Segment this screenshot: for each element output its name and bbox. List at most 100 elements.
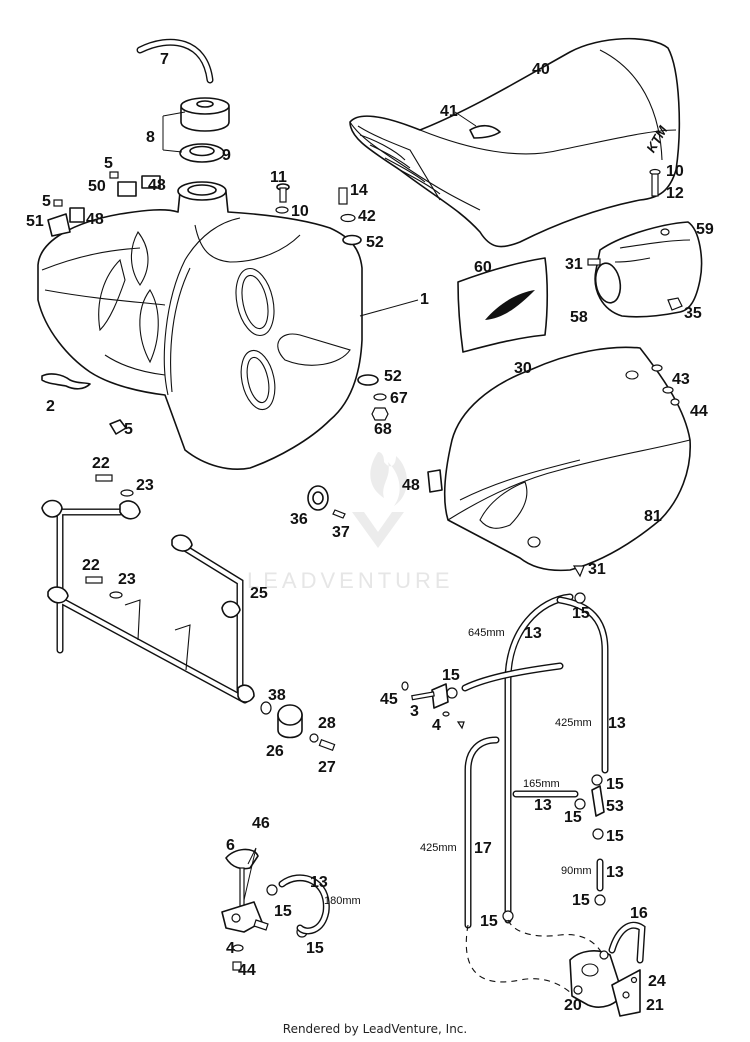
callout-13[interactable]: 13 bbox=[524, 625, 542, 642]
callout-48[interactable]: 48 bbox=[402, 477, 420, 494]
callout-41[interactable]: 41 bbox=[440, 103, 458, 120]
callout-48[interactable]: 48 bbox=[86, 211, 104, 228]
callout-17[interactable]: 17 bbox=[474, 840, 492, 857]
callout-3[interactable]: 3 bbox=[410, 703, 419, 720]
callout-4[interactable]: 4 bbox=[432, 717, 441, 734]
callout-36[interactable]: 36 bbox=[290, 511, 308, 528]
callout-15[interactable]: 15 bbox=[306, 940, 324, 957]
callout-60[interactable]: 60 bbox=[474, 259, 492, 276]
callout-22[interactable]: 22 bbox=[92, 455, 110, 472]
callout-45[interactable]: 45 bbox=[380, 691, 398, 708]
seat-40[interactable]: KTM bbox=[349, 37, 681, 248]
callout-24[interactable]: 24 bbox=[648, 973, 666, 990]
callout-15[interactable]: 15 bbox=[274, 903, 292, 920]
callout-8[interactable]: 8 bbox=[146, 129, 155, 146]
callout-15[interactable]: 15 bbox=[572, 605, 590, 622]
fuel-tank-1[interactable] bbox=[37, 181, 363, 470]
callout-13[interactable]: 13 bbox=[606, 864, 624, 881]
callout-5[interactable]: 5 bbox=[104, 155, 113, 172]
callout-50[interactable]: 50 bbox=[88, 178, 106, 195]
tank-hardware-center[interactable] bbox=[275, 183, 389, 421]
side-panel-30[interactable] bbox=[427, 346, 691, 578]
callout-7[interactable]: 7 bbox=[160, 51, 169, 68]
callout-22[interactable]: 22 bbox=[82, 557, 100, 574]
callout-51[interactable]: 51 bbox=[26, 213, 44, 230]
callout-2[interactable]: 2 bbox=[46, 398, 55, 415]
callout-13[interactable]: 13 bbox=[608, 715, 626, 732]
callout-28[interactable]: 28 bbox=[318, 715, 336, 732]
callout-15[interactable]: 15 bbox=[442, 667, 460, 684]
callout-43[interactable]: 43 bbox=[672, 371, 690, 388]
callout-21[interactable]: 21 bbox=[646, 997, 664, 1014]
callout-42[interactable]: 42 bbox=[358, 208, 376, 225]
callout-26[interactable]: 26 bbox=[266, 743, 284, 760]
callout-52[interactable]: 52 bbox=[366, 234, 384, 251]
callout-23[interactable]: 23 bbox=[136, 477, 154, 494]
callout-15[interactable]: 15 bbox=[606, 828, 624, 845]
callout-44[interactable]: 44 bbox=[238, 962, 256, 979]
filter-cover-58[interactable] bbox=[587, 221, 703, 318]
callout-16[interactable]: 16 bbox=[630, 905, 648, 922]
cap-seal-9[interactable] bbox=[179, 143, 225, 163]
fuel-fitting-3[interactable] bbox=[401, 681, 465, 730]
callout-68[interactable]: 68 bbox=[374, 421, 392, 438]
seat-bolt-10-12[interactable] bbox=[649, 168, 661, 197]
callout-59[interactable]: 59 bbox=[696, 221, 714, 238]
callout-15[interactable]: 15 bbox=[480, 913, 498, 930]
callout-35[interactable]: 35 bbox=[684, 305, 702, 322]
dimension-180mm: 180mm bbox=[324, 895, 361, 907]
tank-frame-25[interactable] bbox=[41, 499, 255, 704]
callout-37[interactable]: 37 bbox=[332, 524, 350, 541]
grommet-36-37[interactable] bbox=[307, 485, 346, 519]
dimension-425mm: 425mm bbox=[420, 842, 457, 854]
callout-46[interactable]: 46 bbox=[252, 815, 270, 832]
fuel-tap-46[interactable] bbox=[221, 848, 330, 971]
fuel-hose-645mm[interactable] bbox=[461, 593, 646, 964]
callout-15[interactable]: 15 bbox=[606, 776, 624, 793]
callout-13[interactable]: 13 bbox=[310, 874, 328, 891]
callout-12[interactable]: 12 bbox=[666, 185, 684, 202]
callout-27[interactable]: 27 bbox=[318, 759, 336, 776]
callout-23[interactable]: 23 bbox=[118, 571, 136, 588]
callout-14[interactable]: 14 bbox=[350, 182, 368, 199]
frame-screws-22-23[interactable] bbox=[85, 474, 134, 599]
callout-52[interactable]: 52 bbox=[384, 368, 402, 385]
callout-81[interactable]: 81 bbox=[644, 508, 662, 525]
fuel-cap-8[interactable] bbox=[180, 97, 230, 132]
callout-31[interactable]: 31 bbox=[588, 561, 606, 578]
vent-hose-7[interactable] bbox=[136, 38, 214, 84]
dimension-165mm: 165mm bbox=[523, 778, 560, 790]
callout-67[interactable]: 67 bbox=[390, 390, 408, 407]
bracket-21-24[interactable] bbox=[611, 969, 641, 1017]
tank-hardware-left[interactable] bbox=[41, 171, 161, 435]
decal-60[interactable] bbox=[457, 257, 549, 353]
callout-25[interactable]: 25 bbox=[250, 585, 268, 602]
callout-5[interactable]: 5 bbox=[124, 421, 133, 438]
hose-clamps-15[interactable] bbox=[266, 592, 606, 938]
callout-15[interactable]: 15 bbox=[572, 892, 590, 909]
callout-10[interactable]: 10 bbox=[666, 163, 684, 180]
seat-pad-41[interactable] bbox=[469, 124, 501, 139]
callout-38[interactable]: 38 bbox=[268, 687, 286, 704]
callout-30[interactable]: 30 bbox=[514, 360, 532, 377]
callout-10[interactable]: 10 bbox=[291, 203, 309, 220]
callout-31[interactable]: 31 bbox=[565, 256, 583, 273]
watermark: LEADVENTURE bbox=[247, 452, 450, 593]
callout-44[interactable]: 44 bbox=[690, 403, 708, 420]
damper-26[interactable] bbox=[260, 701, 336, 751]
callout-40[interactable]: 40 bbox=[532, 61, 550, 78]
callout-13[interactable]: 13 bbox=[534, 797, 552, 814]
carburetor-20[interactable] bbox=[465, 919, 623, 1008]
t-fitting-53[interactable] bbox=[591, 785, 605, 817]
callout-20[interactable]: 20 bbox=[564, 997, 582, 1014]
callout-5[interactable]: 5 bbox=[42, 193, 51, 210]
callout-6[interactable]: 6 bbox=[226, 837, 235, 854]
callout-53[interactable]: 53 bbox=[606, 798, 624, 815]
callout-4[interactable]: 4 bbox=[226, 940, 235, 957]
callout-15[interactable]: 15 bbox=[564, 809, 582, 826]
callout-48[interactable]: 48 bbox=[148, 177, 166, 194]
callout-9[interactable]: 9 bbox=[222, 147, 231, 164]
callout-1[interactable]: 1 bbox=[420, 291, 429, 308]
callout-58[interactable]: 58 bbox=[570, 309, 588, 326]
callout-11[interactable]: 11 bbox=[270, 169, 287, 186]
